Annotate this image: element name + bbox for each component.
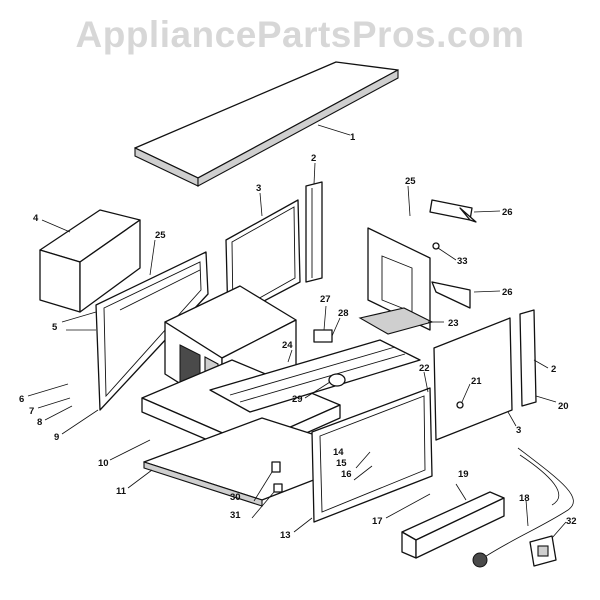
callout-3-lower: 3 (516, 425, 521, 436)
callout-3-upper: 3 (256, 183, 261, 194)
callout-numbers: 1 2 3 4 25 5 6 7 8 9 10 11 30 31 13 17 1… (19, 132, 577, 541)
callout-10: 10 (98, 458, 109, 469)
callout-1: 1 (350, 132, 356, 143)
bracket-upper (429, 199, 477, 223)
center-rail (209, 339, 421, 413)
callout-17: 17 (372, 516, 383, 527)
back-panel (358, 227, 434, 335)
callout-15: 15 (336, 458, 347, 469)
control-block (401, 491, 505, 559)
callout-4: 4 (33, 213, 39, 224)
callout-25-right: 25 (405, 176, 416, 187)
callout-18: 18 (519, 493, 530, 504)
side-trim-lower (519, 309, 537, 407)
callout-31: 31 (230, 510, 241, 521)
callout-2-lower: 2 (551, 364, 556, 375)
callout-26-upper: 26 (502, 207, 513, 218)
callout-23: 23 (448, 318, 459, 329)
small-hardware (271, 242, 464, 493)
callout-20: 20 (558, 401, 569, 412)
callout-6: 6 (19, 394, 24, 405)
callout-14: 14 (333, 447, 344, 458)
wire-harness (472, 447, 574, 568)
watermark-text: AppliancePartsPros.com (75, 14, 525, 55)
callout-25-left: 25 (155, 230, 166, 241)
callout-9: 9 (54, 432, 59, 443)
leader-lines (27, 124, 567, 539)
callout-24: 24 (282, 340, 293, 351)
callout-16: 16 (341, 469, 352, 480)
callout-32: 32 (566, 516, 577, 527)
callout-29: 29 (292, 394, 303, 405)
callout-30: 30 (230, 492, 241, 503)
callout-5: 5 (52, 322, 58, 333)
enclosure-box (39, 209, 141, 313)
callout-22: 22 (419, 363, 430, 374)
side-panel-lower (433, 317, 513, 441)
callout-2-upper: 2 (311, 153, 316, 164)
callout-28: 28 (338, 308, 349, 319)
callout-19: 19 (458, 469, 469, 480)
callout-33: 33 (457, 256, 468, 267)
control-panel (311, 387, 433, 523)
junction-box (529, 535, 557, 567)
callout-7: 7 (29, 406, 34, 417)
top-panel (134, 61, 399, 187)
front-frame (95, 251, 209, 411)
callout-13: 13 (280, 530, 291, 541)
callout-21: 21 (471, 376, 482, 387)
bracket-lower (431, 281, 471, 309)
callout-26-lower: 26 (502, 287, 513, 298)
callout-11: 11 (116, 486, 127, 497)
callout-27: 27 (320, 294, 331, 305)
callout-8: 8 (37, 417, 42, 428)
side-trim-upper (305, 181, 323, 283)
